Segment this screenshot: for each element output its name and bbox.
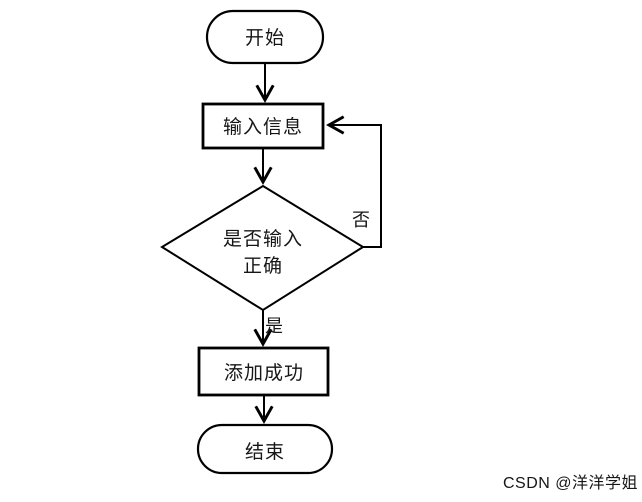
decision-node [160, 184, 365, 312]
add-success-node-label: 添加成功 [224, 362, 304, 384]
end-node [196, 423, 334, 475]
start-node-label: 开始 [245, 27, 285, 49]
decision-node-label-line2: 正确 [243, 255, 283, 277]
input-info-node-label: 输入信息 [223, 116, 303, 138]
edge-label-no: 否 [352, 210, 370, 230]
input-info-node [201, 102, 325, 150]
decision-node-label-line1: 是否输入 [223, 228, 303, 250]
csdn-watermark: CSDN @洋洋学姐 [503, 474, 638, 492]
edge-decision-no-loopback [326, 115, 382, 248]
start-node [205, 9, 325, 65]
add-success-node [197, 346, 330, 397]
edge-label-yes: 是 [265, 316, 283, 336]
end-node-label: 结束 [245, 441, 285, 463]
